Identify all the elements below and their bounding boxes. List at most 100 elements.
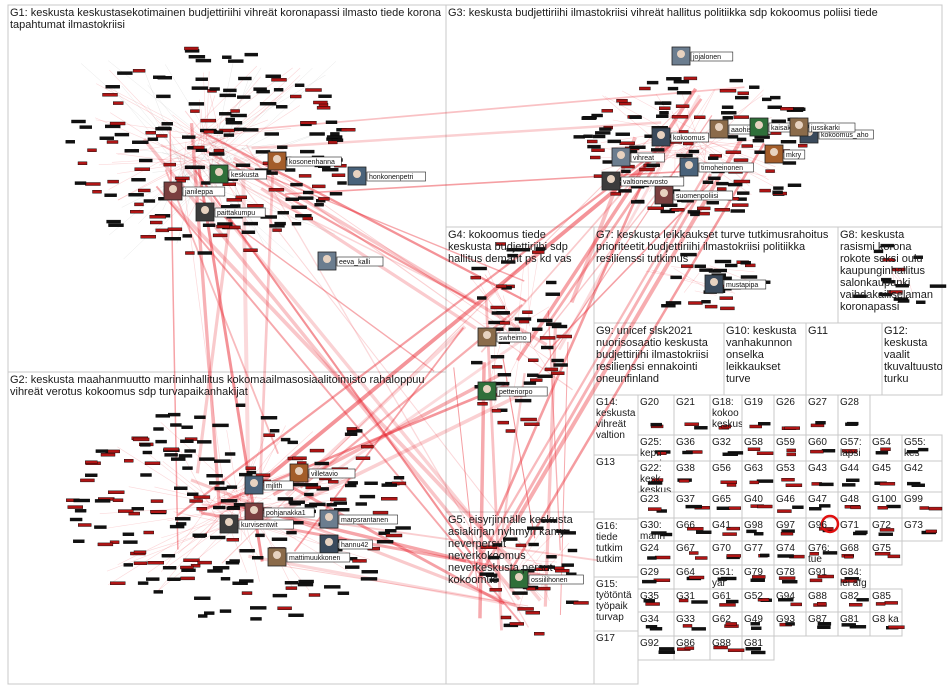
node[interactable] — [100, 453, 116, 457]
node[interactable] — [288, 500, 305, 504]
node[interactable] — [750, 578, 765, 582]
node[interactable] — [287, 440, 298, 445]
node[interactable] — [883, 280, 895, 284]
node[interactable] — [225, 117, 235, 122]
node[interactable] — [749, 480, 759, 485]
node[interactable] — [567, 548, 578, 553]
node[interactable] — [656, 114, 669, 119]
node[interactable] — [219, 112, 232, 116]
node[interactable] — [721, 105, 734, 109]
node[interactable] — [104, 124, 121, 129]
node[interactable] — [170, 457, 186, 461]
node[interactable] — [106, 219, 121, 224]
node[interactable] — [777, 554, 794, 558]
node[interactable] — [230, 109, 240, 113]
node[interactable] — [156, 94, 171, 99]
node[interactable] — [888, 290, 903, 294]
node[interactable] — [534, 567, 549, 571]
node[interactable] — [522, 310, 533, 314]
node[interactable] — [285, 197, 299, 202]
node[interactable] — [708, 176, 721, 181]
node[interactable] — [760, 553, 770, 558]
node[interactable] — [309, 132, 325, 136]
node[interactable] — [725, 622, 737, 626]
node[interactable] — [757, 598, 770, 602]
node[interactable] — [737, 91, 749, 95]
node[interactable] — [785, 483, 803, 487]
node[interactable] — [140, 443, 151, 447]
node[interactable] — [247, 203, 264, 208]
node[interactable] — [647, 481, 663, 485]
node[interactable] — [271, 537, 288, 541]
node[interactable] — [92, 189, 102, 194]
node[interactable] — [895, 284, 909, 288]
node[interactable] — [328, 480, 339, 484]
node[interactable] — [186, 492, 199, 496]
node[interactable] — [255, 533, 265, 538]
node[interactable] — [798, 143, 808, 148]
node[interactable] — [143, 530, 154, 535]
node[interactable] — [517, 607, 534, 611]
node[interactable] — [164, 453, 178, 457]
node[interactable] — [492, 543, 502, 547]
node[interactable] — [591, 148, 605, 152]
node[interactable] — [298, 174, 312, 178]
node[interactable] — [328, 140, 338, 145]
node[interactable] — [105, 84, 120, 89]
node[interactable] — [684, 646, 695, 650]
node[interactable] — [537, 374, 553, 378]
node[interactable] — [352, 559, 367, 563]
node[interactable] — [84, 473, 98, 477]
node[interactable] — [67, 505, 84, 509]
node[interactable] — [874, 552, 891, 556]
node[interactable] — [485, 573, 498, 577]
node[interactable] — [155, 439, 167, 444]
node[interactable] — [244, 52, 259, 57]
node[interactable] — [269, 429, 280, 433]
node[interactable] — [292, 456, 307, 460]
node[interactable] — [882, 258, 895, 262]
node[interactable] — [318, 94, 332, 98]
node[interactable] — [376, 540, 394, 544]
node[interactable] — [925, 529, 937, 534]
node[interactable] — [109, 121, 126, 126]
node[interactable] — [74, 181, 87, 185]
node[interactable] — [507, 253, 518, 258]
node[interactable] — [688, 149, 700, 154]
node[interactable] — [749, 424, 762, 429]
node[interactable] — [345, 565, 360, 569]
node[interactable] — [169, 524, 185, 529]
node[interactable] — [188, 55, 206, 59]
node[interactable] — [112, 101, 124, 105]
avatar-valtioneuvosto[interactable]: valtioneuvosto — [601, 171, 685, 191]
node[interactable] — [303, 483, 319, 487]
node[interactable] — [106, 140, 119, 144]
node[interactable] — [671, 115, 689, 119]
node[interactable] — [727, 135, 739, 139]
node[interactable] — [631, 200, 645, 204]
node[interactable] — [553, 363, 568, 367]
node[interactable] — [541, 345, 554, 350]
node[interactable] — [337, 591, 350, 595]
node[interactable] — [599, 127, 612, 131]
node[interactable] — [778, 598, 794, 602]
node[interactable] — [817, 574, 834, 579]
node[interactable] — [229, 559, 240, 563]
node[interactable] — [488, 555, 500, 560]
node[interactable] — [639, 167, 655, 172]
node[interactable] — [164, 236, 182, 241]
node[interactable] — [661, 101, 672, 105]
node[interactable] — [330, 132, 340, 136]
node[interactable] — [722, 116, 733, 120]
avatar-keskusta[interactable]: keskusta — [209, 164, 267, 184]
node[interactable] — [300, 149, 315, 154]
node[interactable] — [79, 125, 93, 129]
node[interactable] — [190, 109, 200, 113]
avatar-kurvisentwit[interactable]: kurvisentwit — [219, 514, 294, 534]
node[interactable] — [344, 432, 358, 436]
node[interactable] — [300, 120, 317, 125]
node[interactable] — [777, 509, 792, 513]
node[interactable] — [73, 498, 90, 503]
node[interactable] — [150, 510, 167, 514]
node[interactable] — [714, 259, 732, 264]
